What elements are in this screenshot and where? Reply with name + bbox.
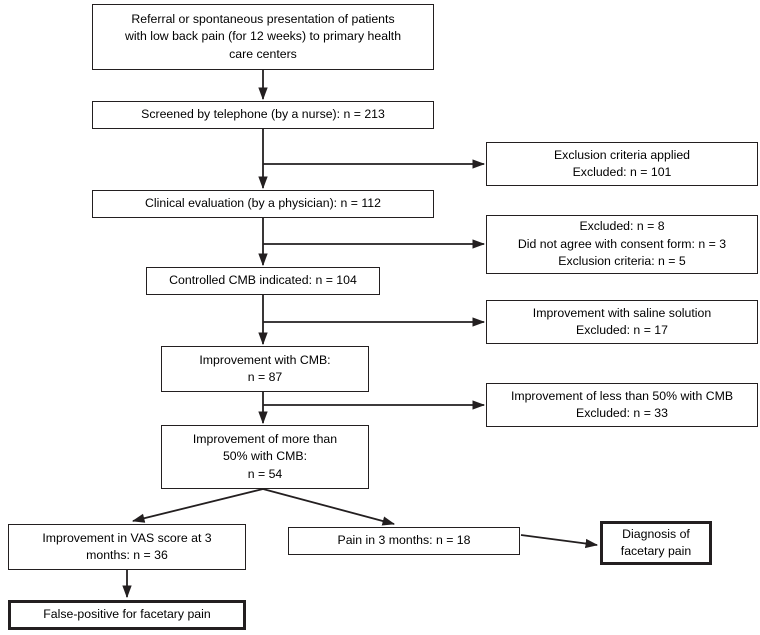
diagnosis-facetary-pain-label: Diagnosis of facetary pain <box>620 526 692 558</box>
referral-box: Referral or spontaneous presentation of … <box>92 4 434 70</box>
false-positive-box: False-positive for facetary pain <box>8 600 246 630</box>
edge-pain3-to-diagnosis <box>520 534 599 549</box>
edge-more50-to-vas <box>131 488 264 523</box>
clinical-evaluation-box: Clinical evaluation (by a physician): n … <box>92 190 434 218</box>
excluded-consent-label: Excluded: n = 8 Did not agree with conse… <box>517 219 727 269</box>
excluded-consent-box: Excluded: n = 8 Did not agree with conse… <box>486 215 758 274</box>
diagnosis-facetary-pain-box: Diagnosis of facetary pain <box>600 521 712 565</box>
false-positive-label: False-positive for facetary pain <box>43 607 211 622</box>
improvement-saline-label: Improvement with saline solution Exclude… <box>532 305 712 337</box>
improvement-less-50-box: Improvement of less than 50% with CMB Ex… <box>486 383 758 427</box>
edge-more50-to-pain3 <box>262 488 396 526</box>
improvement-with-cmb-box: Improvement with CMB: n = 87 <box>161 346 369 392</box>
pain-in-3-months-label: Pain in 3 months: n = 18 <box>337 533 471 548</box>
clinical-evaluation-label: Clinical evaluation (by a physician): n … <box>145 196 381 211</box>
improvement-less-50-label: Improvement of less than 50% with CMB Ex… <box>510 388 734 420</box>
improvement-with-cmb-label: Improvement with CMB: n = 87 <box>199 352 331 384</box>
improvement-more-50-box: Improvement of more than 50% with CMB: n… <box>161 425 369 489</box>
exclusion-criteria-applied-box: Exclusion criteria applied Excluded: n =… <box>486 142 758 186</box>
improvement-saline-box: Improvement with saline solution Exclude… <box>486 300 758 344</box>
improvement-more-50-label: Improvement of more than 50% with CMB: n… <box>192 431 338 481</box>
controlled-cmb-indicated-box: Controlled CMB indicated: n = 104 <box>146 267 380 295</box>
screened-by-telephone-label: Screened by telephone (by a nurse): n = … <box>141 107 385 122</box>
improvement-vas-label: Improvement in VAS score at 3 months: n … <box>42 530 212 562</box>
pain-in-3-months-box: Pain in 3 months: n = 18 <box>288 527 520 555</box>
screened-by-telephone-box: Screened by telephone (by a nurse): n = … <box>92 101 434 129</box>
improvement-vas-box: Improvement in VAS score at 3 months: n … <box>8 524 246 570</box>
referral-box-label: Referral or spontaneous presentation of … <box>124 11 402 61</box>
exclusion-criteria-applied-label: Exclusion criteria applied Excluded: n =… <box>553 147 691 179</box>
controlled-cmb-indicated-label: Controlled CMB indicated: n = 104 <box>169 273 357 288</box>
